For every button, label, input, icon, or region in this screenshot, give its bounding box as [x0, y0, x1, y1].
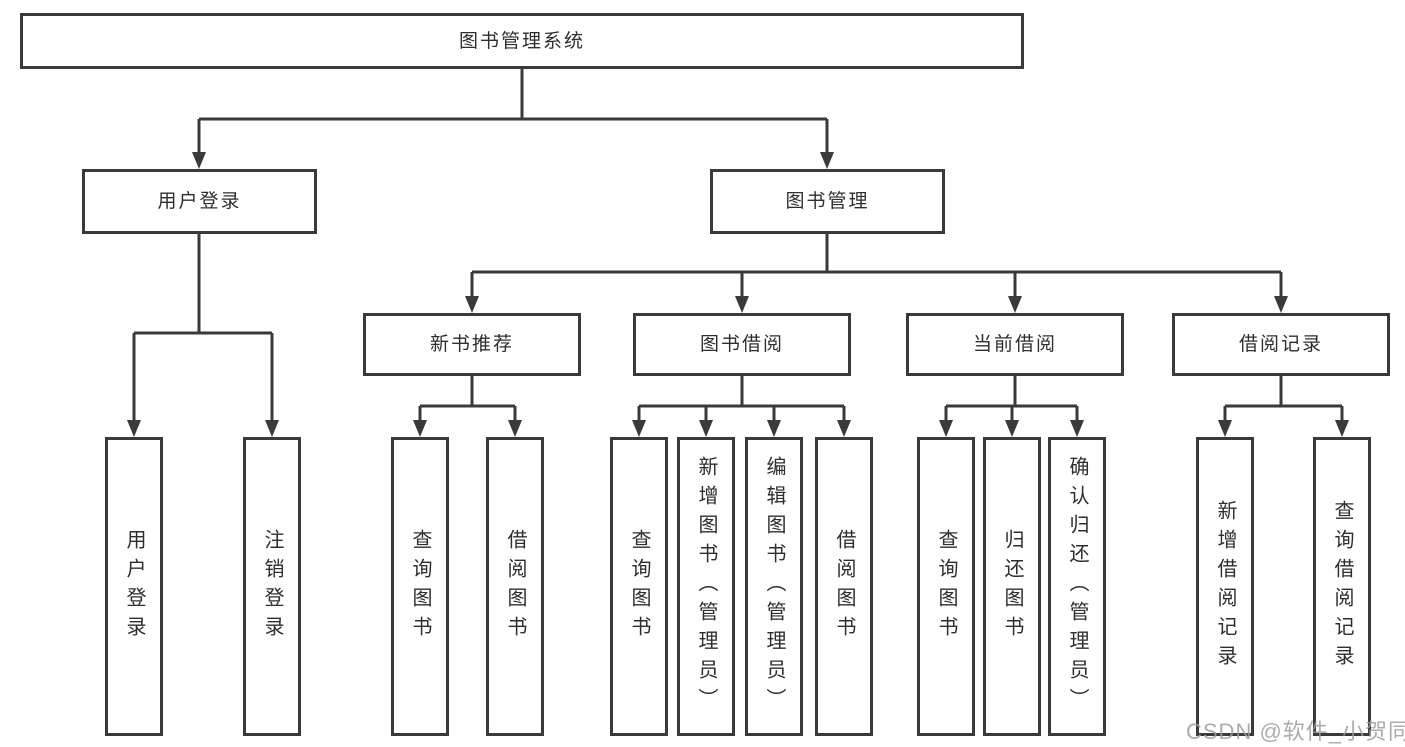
node-current-borrowing: 当前借阅	[906, 313, 1124, 376]
node-library-management-system: 图书管理系统	[20, 13, 1024, 69]
leaf-borrowing-edit-books-admin: 编辑图书（管理员）	[745, 437, 803, 736]
leaf-logout: 注销登录	[243, 437, 301, 736]
leaf-records-add-record: 新增借阅记录	[1196, 437, 1254, 736]
node-new-book-recommendation: 新书推荐	[363, 313, 581, 376]
connector-borrowing-children	[632, 376, 851, 437]
node-borrowing-records: 借阅记录	[1172, 313, 1390, 376]
leaf-user-login: 用户登录	[105, 437, 163, 736]
leaf-records-query-record: 查询借阅记录	[1313, 437, 1371, 736]
leaf-newbooks-query-books: 查询图书	[391, 437, 449, 736]
leaf-borrowing-add-books-admin: 新增图书（管理员）	[677, 437, 735, 736]
connector-records-children	[1218, 376, 1349, 437]
node-book-borrowing: 图书借阅	[633, 313, 851, 376]
leaf-borrowing-borrow-books: 借阅图书	[815, 437, 873, 736]
node-user-login: 用户登录	[82, 169, 317, 234]
leaf-current-query-books: 查询图书	[917, 437, 975, 736]
connector-current-children	[939, 376, 1084, 437]
connector-book-mgmt-to-level3	[465, 234, 1288, 313]
node-book-management: 图书管理	[710, 169, 945, 234]
csdn-watermark: CSDN @软件_小贺同学	[1186, 719, 1405, 744]
leaf-newbooks-borrow-books: 借阅图书	[486, 437, 544, 736]
connector-new-books-children	[413, 376, 522, 437]
leaf-borrowing-query-books: 查询图书	[610, 437, 668, 736]
connector-root-to-level2	[192, 69, 834, 169]
leaf-current-confirm-return-admin: 确认归还（管理员）	[1048, 437, 1106, 736]
connector-user-login-children	[127, 234, 279, 437]
leaf-current-return-books: 归还图书	[983, 437, 1041, 736]
